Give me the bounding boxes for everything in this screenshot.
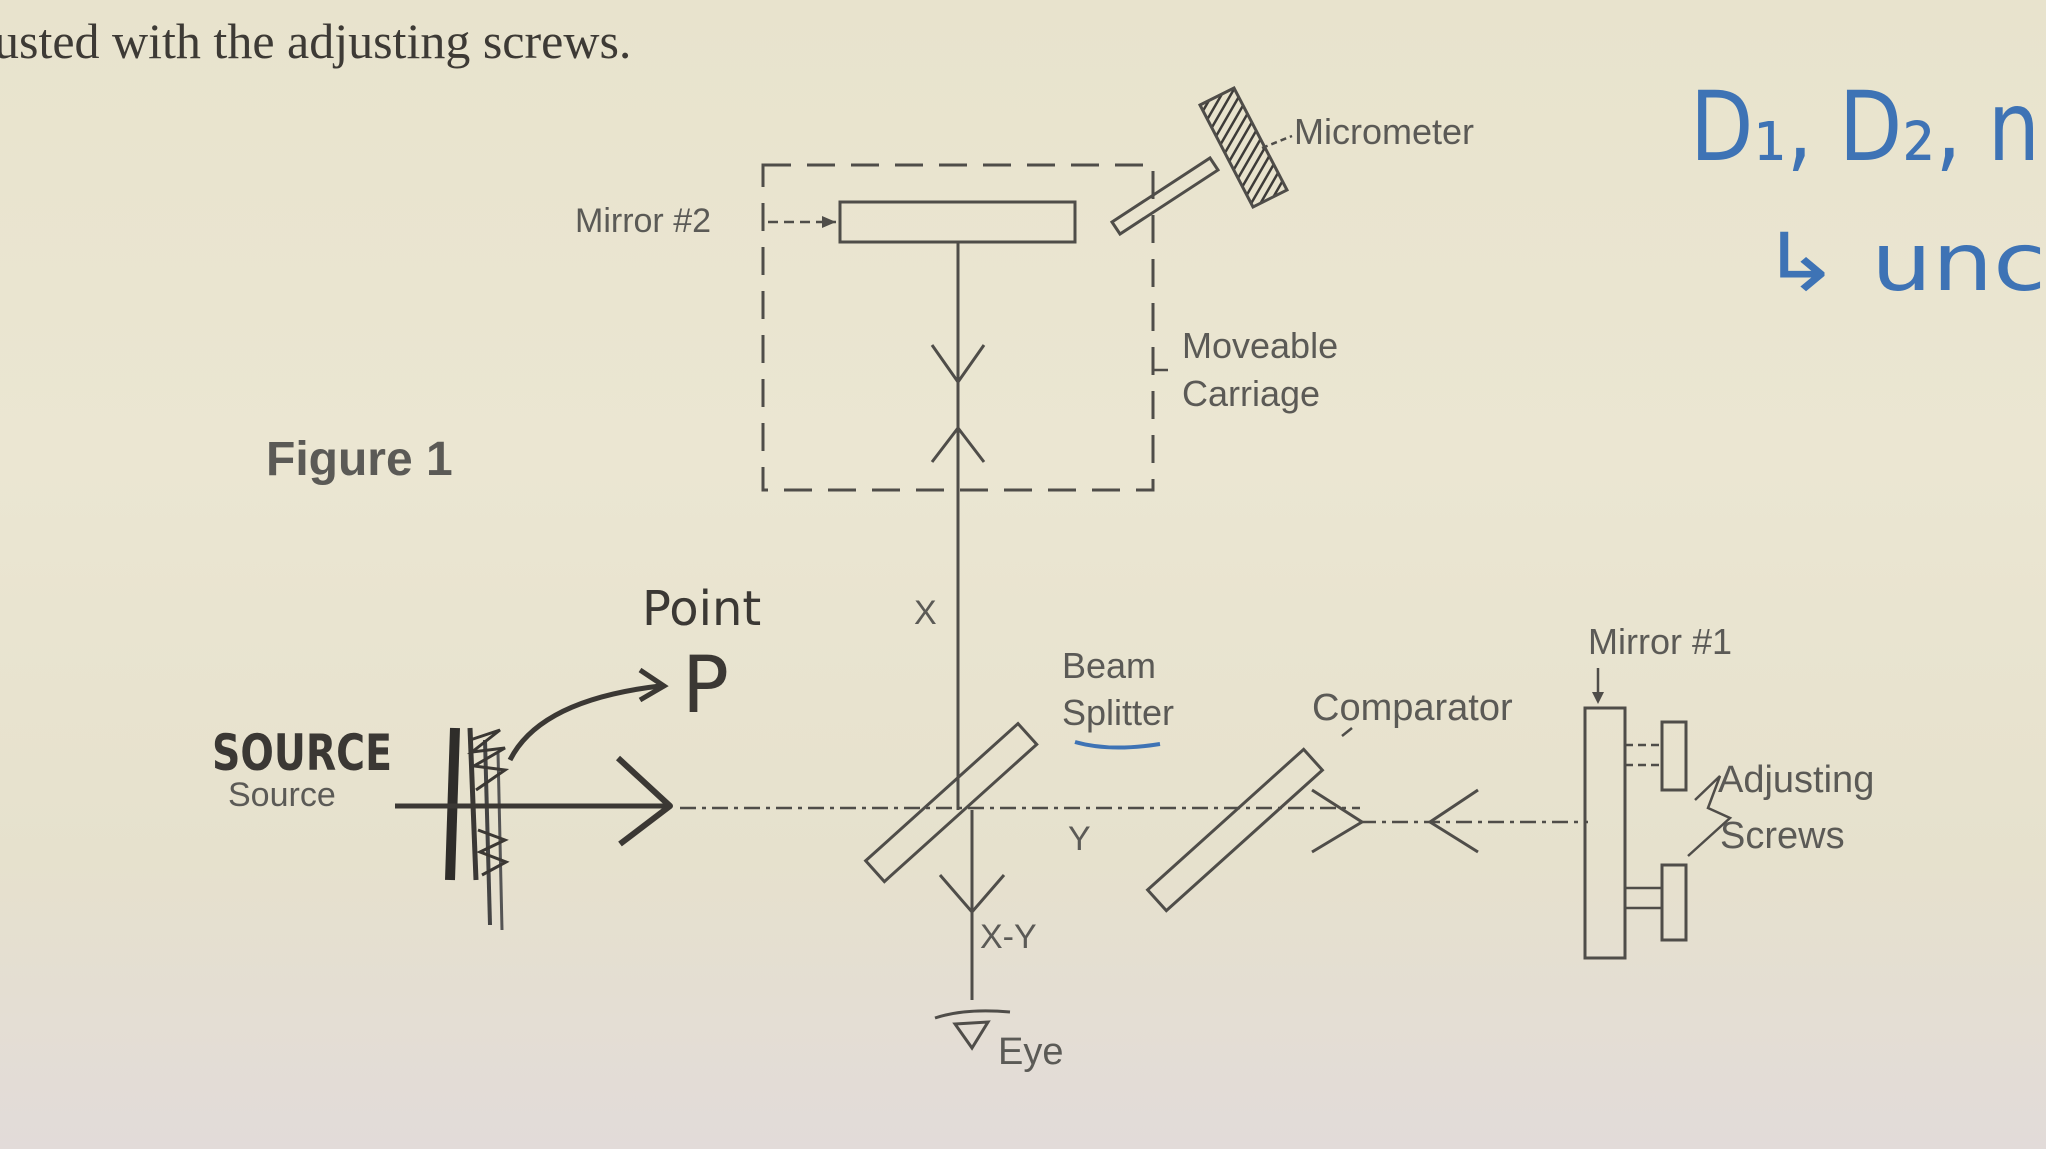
label-comparator: Comparator xyxy=(1312,687,1513,729)
mirror-1 xyxy=(1583,706,1627,960)
handwritten-top-right-line2: ↳ unc xyxy=(1760,216,2046,309)
eye-icon xyxy=(934,1009,1011,1051)
beam-x-arrow-down xyxy=(930,344,986,385)
moveable-carriage-box xyxy=(761,163,1155,492)
label-xy: X-Y xyxy=(980,918,1037,956)
beam-y-arrow-right xyxy=(1311,788,1365,854)
beam-splitter xyxy=(863,721,1039,884)
label-moveable: Moveable xyxy=(1182,325,1338,366)
screws-pointer xyxy=(1687,775,1733,857)
label-y: Y xyxy=(1068,820,1091,858)
comparator-pointer xyxy=(1341,727,1353,737)
micrometer-pointer xyxy=(1261,134,1293,150)
beam-y-arrow-left xyxy=(1427,788,1479,854)
label-mirror-1: Mirror #1 xyxy=(1588,621,1732,662)
beam-x-arrow-up xyxy=(930,425,986,463)
handwritten-source-arrow-head xyxy=(615,755,673,847)
handwritten-source: SOURCE xyxy=(212,724,392,782)
label-carriage: Carriage xyxy=(1182,373,1320,414)
label-source: Source xyxy=(228,776,336,814)
source-lamp xyxy=(445,727,510,931)
label-micrometer: Micrometer xyxy=(1294,111,1474,152)
handwritten-point: Point xyxy=(642,581,761,637)
handwritten-point-curve-head xyxy=(638,667,669,703)
micrometer xyxy=(1109,85,1290,237)
handwritten-p: P xyxy=(682,641,729,731)
comparator xyxy=(1145,747,1325,913)
label-adjusting: Adjusting xyxy=(1718,759,1874,801)
header-text: usted with the adjusting screws. xyxy=(0,13,631,69)
splitter-underline xyxy=(1074,740,1161,750)
mirror-1-pointer-head xyxy=(1592,692,1604,704)
adjusting-screw-bottom xyxy=(1625,863,1688,942)
figure-title: Figure 1 xyxy=(266,433,453,486)
micrometer-head xyxy=(1197,85,1290,210)
label-splitter: Splitter xyxy=(1062,692,1174,733)
adjusting-screw-top xyxy=(1625,720,1688,792)
label-mirror-2: Mirror #2 xyxy=(575,202,711,240)
label-beam: Beam xyxy=(1062,645,1156,686)
mirror-2-pointer-head xyxy=(822,216,836,228)
label-screws: Screws xyxy=(1720,815,1845,857)
label-eye: Eye xyxy=(998,1031,1063,1073)
handwritten-top-right-line1: D₁, D₂, n xyxy=(1690,71,2040,183)
mirror-2 xyxy=(838,200,1077,244)
handwritten-point-curve xyxy=(507,683,661,762)
label-x: X xyxy=(914,594,937,632)
